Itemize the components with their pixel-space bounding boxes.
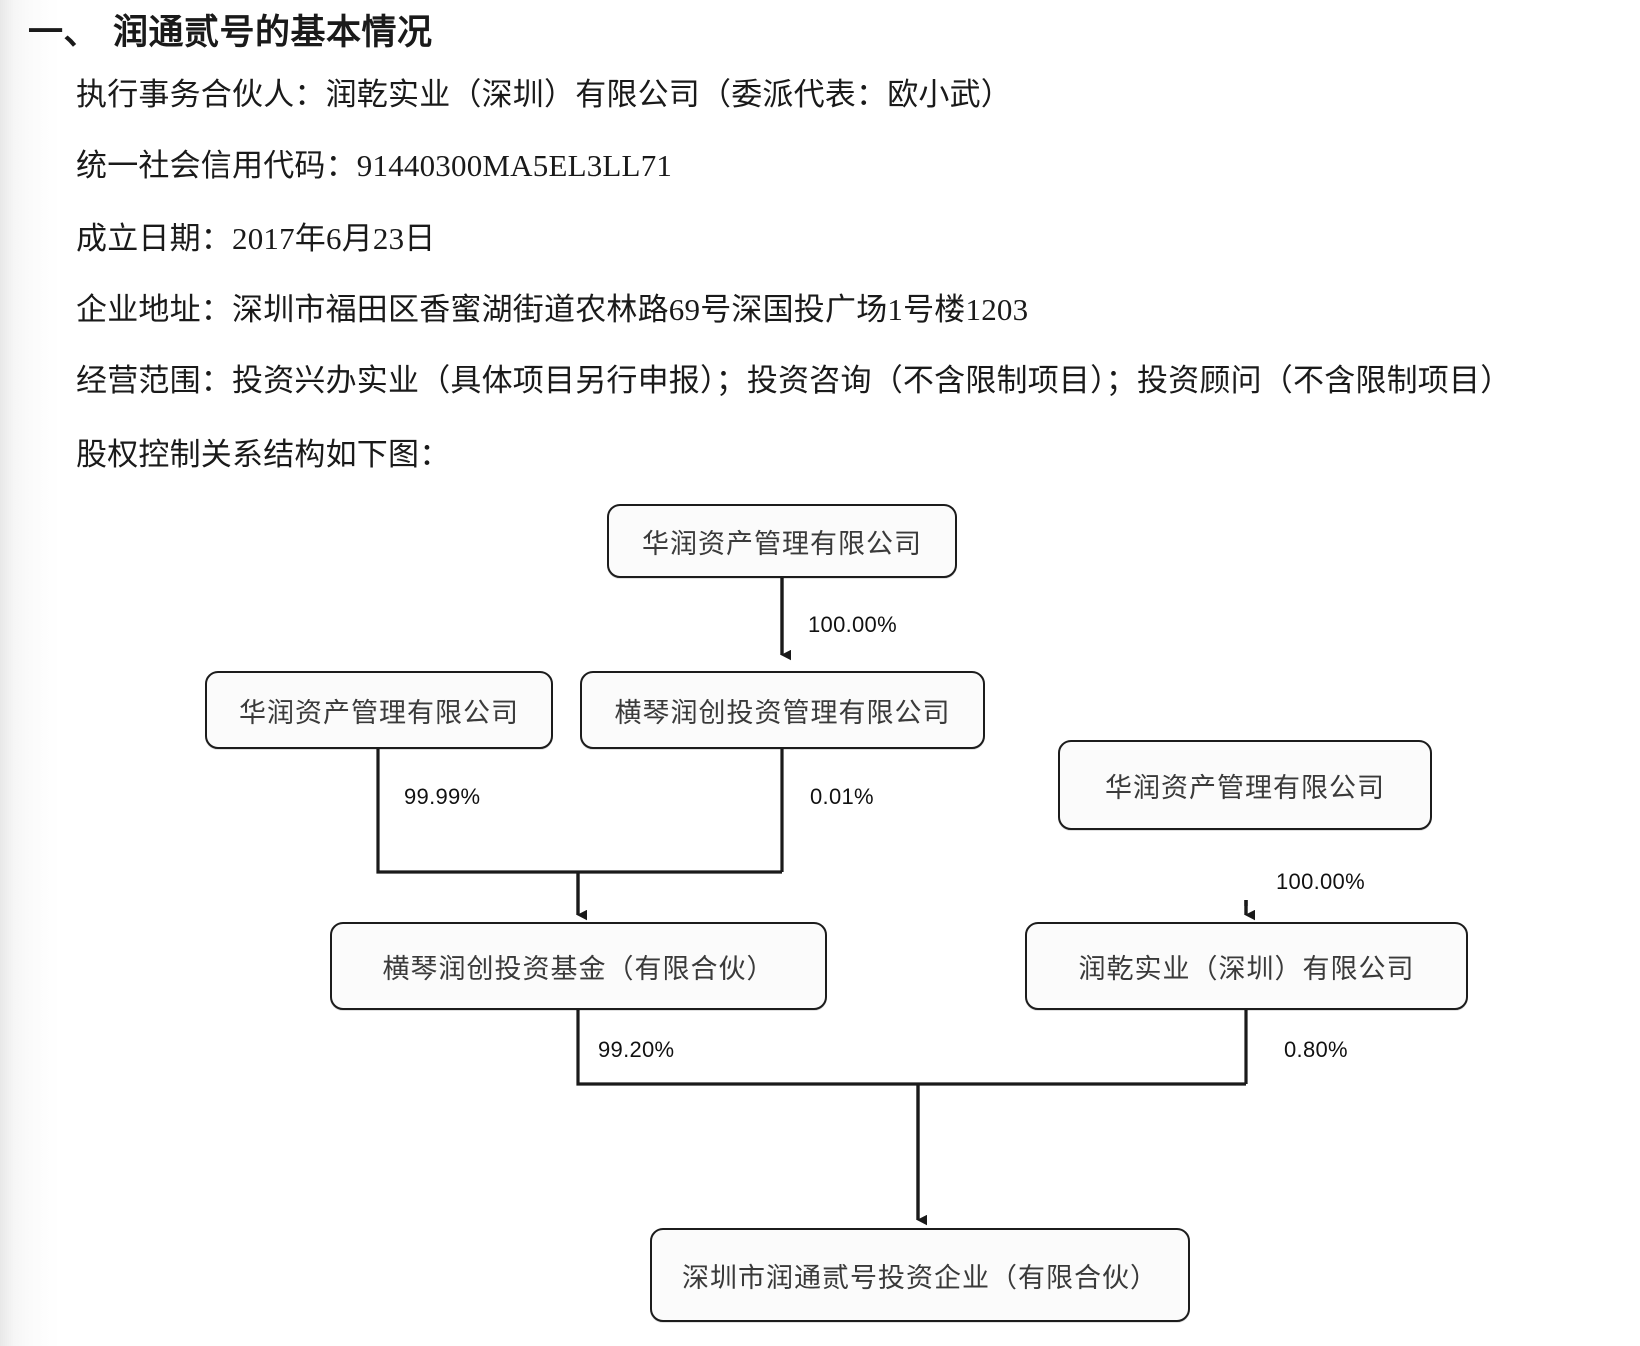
edge-label-n6-n7: 0.80% (1284, 1037, 1348, 1062)
paragraph-credit-code: 统一社会信用代码：91440300MA5EL3LL71 (76, 148, 673, 183)
node-huarun-asset-right[interactable]: 华润资产管理有限公司 (1058, 740, 1432, 830)
paragraph-structure-intro: 股权控制关系结构如下图： (76, 437, 451, 472)
heading-number: 一、 (28, 13, 100, 52)
heading-text: 润通贰号的基本情况 (113, 13, 433, 52)
edge-label-n3-n5: 0.01% (810, 784, 874, 809)
paragraph-executive-partner: 执行事务合伙人：润乾实业（深圳）有限公司（委派代表：欧小武） (76, 77, 1012, 112)
paragraph-address: 企业地址：深圳市福田区香蜜湖街道农林路69号深国投广场1号楼1203 (76, 292, 1029, 327)
node-runtong-no2[interactable]: 深圳市润通贰号投资企业（有限合伙） (650, 1228, 1190, 1322)
node-runqian-industry[interactable]: 润乾实业（深圳）有限公司 (1025, 922, 1468, 1010)
paragraph-business-scope: 经营范围：投资兴办实业（具体项目另行申报）；投资咨询（不含限制项目）；投资顾问（… (76, 363, 1512, 398)
edge-label-n2-n5: 99.99% (404, 784, 481, 809)
page-title: 一、润通贰号的基本情况 (28, 4, 433, 55)
node-huarun-asset-top[interactable]: 华润资产管理有限公司 (607, 504, 957, 578)
node-hengqin-runchuang-mgmt[interactable]: 横琴润创投资管理有限公司 (580, 671, 985, 749)
diagram-connectors (376, 574, 1255, 1226)
node-hengqin-runchuang-fund[interactable]: 横琴润创投资基金（有限合伙） (330, 922, 827, 1010)
node-huarun-asset-left[interactable]: 华润资产管理有限公司 (205, 671, 553, 749)
edge-label-n5-n7: 99.20% (598, 1037, 675, 1062)
edge-label-n1-n3: 100.00% (808, 612, 897, 637)
paragraph-establish-date: 成立日期：2017年6月23日 (76, 221, 436, 256)
ownership-structure-diagram: 华润资产管理有限公司 华润资产管理有限公司 横琴润创投资管理有限公司 华润资产管… (0, 470, 1640, 1346)
edge-label-n4-n6: 100.00% (1276, 869, 1365, 894)
